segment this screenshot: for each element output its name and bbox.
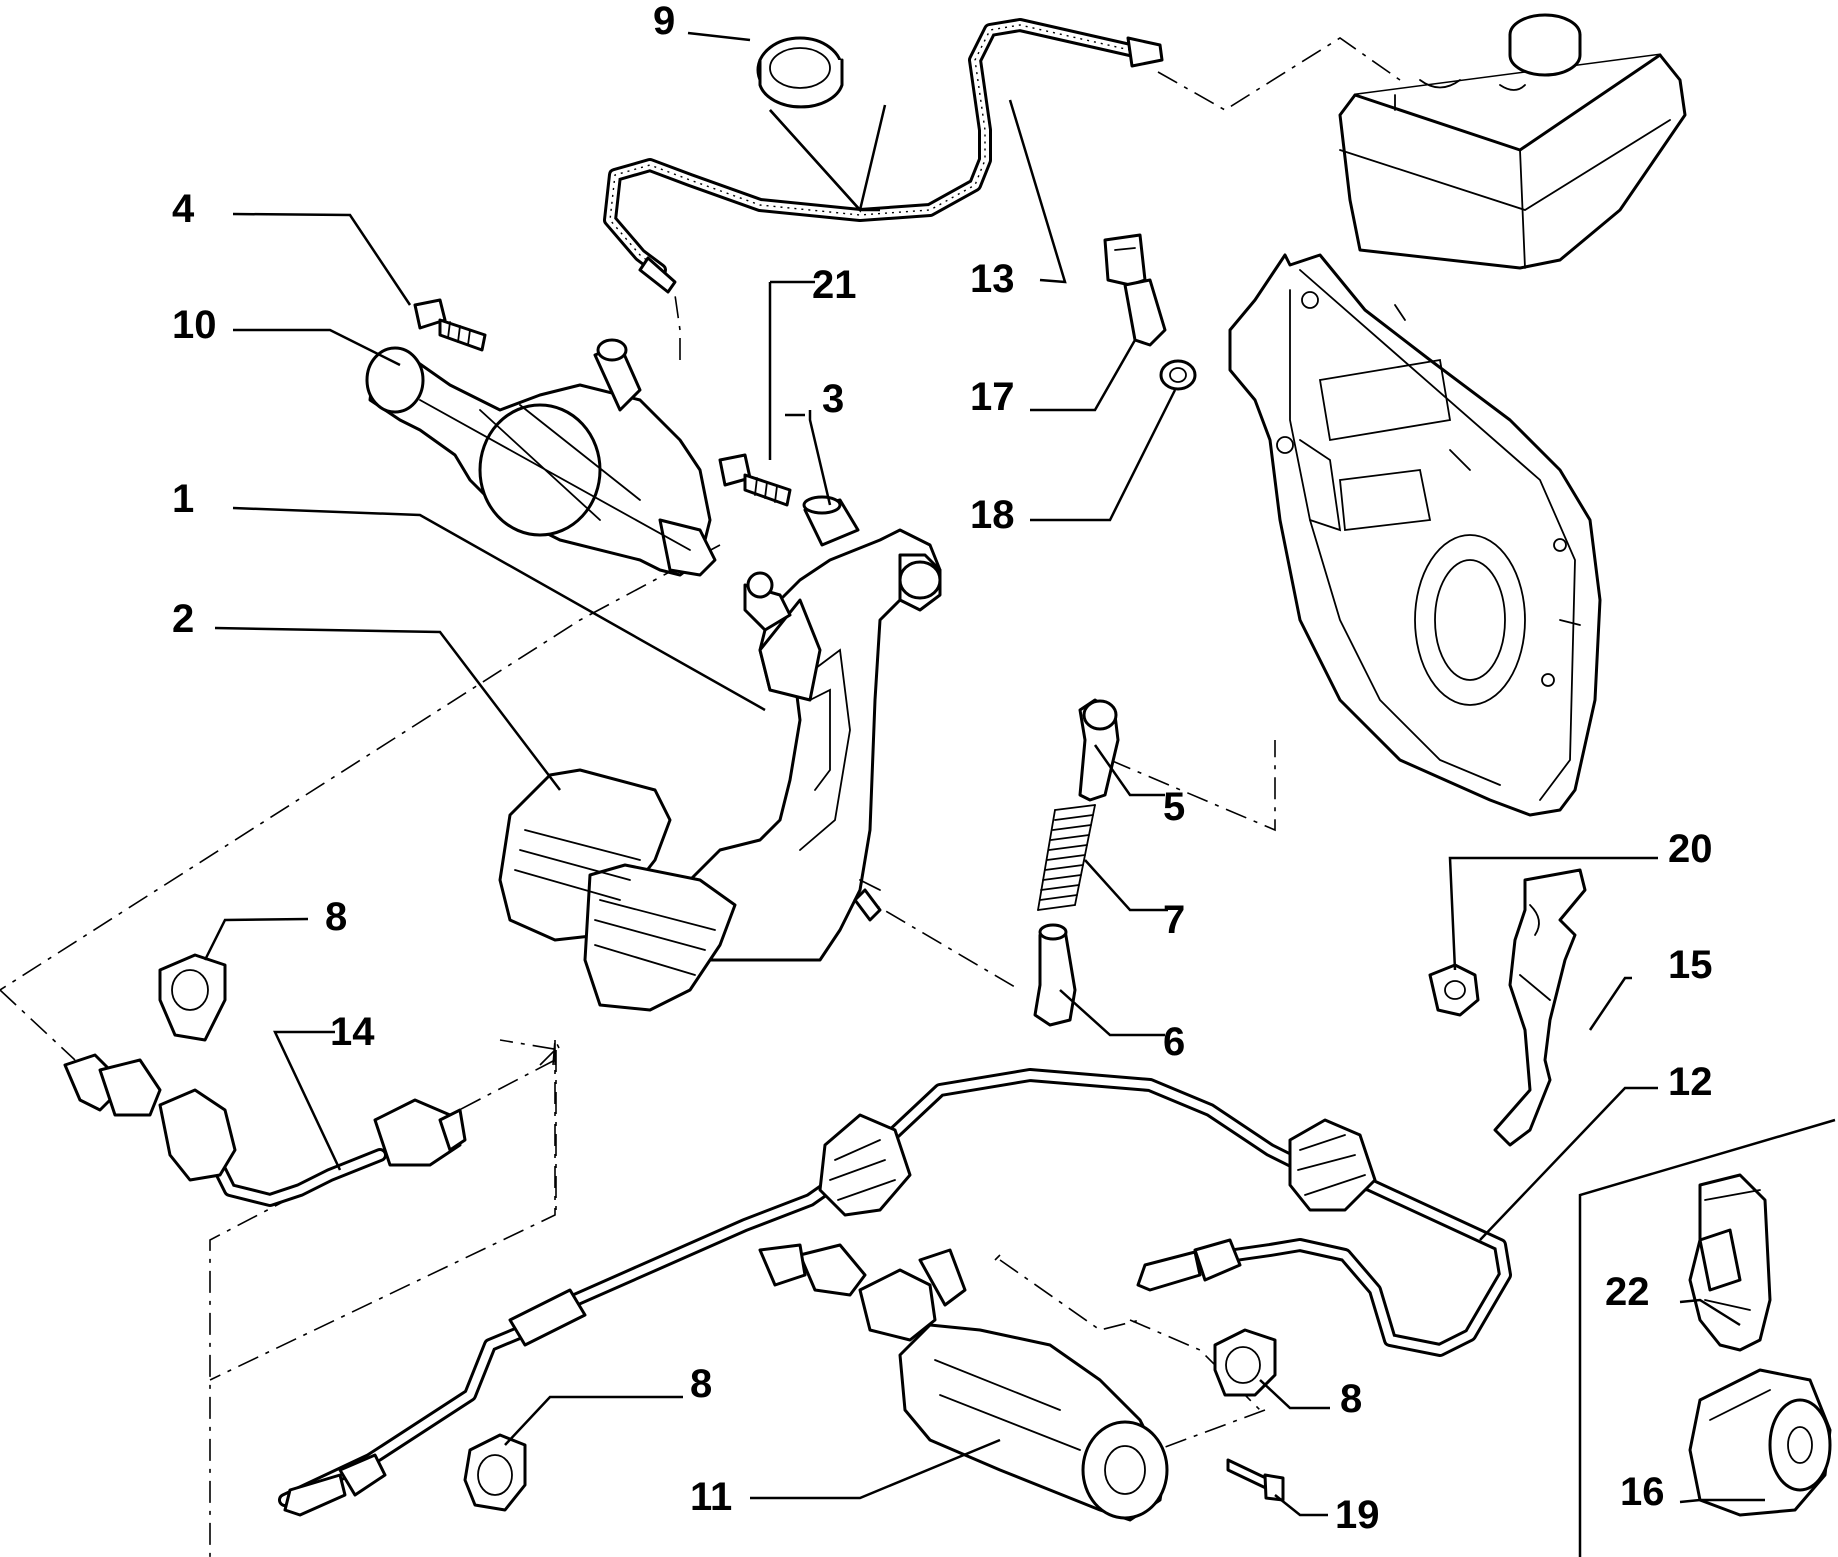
callout-15: 15 <box>1668 943 1713 987</box>
callout-4: 4 <box>172 187 195 231</box>
callout-9: 9 <box>653 0 675 43</box>
callout-17: 17 <box>970 375 1015 419</box>
callout-7: 7 <box>1163 898 1185 942</box>
hydraulic-pipe-12 <box>278 1068 1512 1517</box>
callout-8-lower-left: 8 <box>690 1362 712 1406</box>
callout-1: 1 <box>172 477 194 521</box>
bolt-part-19 <box>1226 1458 1285 1502</box>
callout-3: 3 <box>822 377 844 421</box>
callout-18: 18 <box>970 493 1015 537</box>
fluid-reservoir-icon <box>1338 13 1687 270</box>
sensor-part-17 <box>1103 233 1167 347</box>
callout-12: 12 <box>1668 1060 1713 1104</box>
callout-14: 14 <box>330 1010 375 1054</box>
hydraulic-hose-icon <box>603 18 1164 294</box>
bolt-part-21 <box>718 453 792 507</box>
bolt-part-4 <box>413 298 487 352</box>
cap-part-9 <box>756 36 844 109</box>
callout-16: 16 <box>1620 1470 1665 1514</box>
bracket-part-15 <box>1493 868 1587 1147</box>
sleeve-part-16 <box>1688 1368 1832 1517</box>
callout-numbers: 9 4 10 21 3 13 17 18 1 2 5 7 6 20 15 12 … <box>172 0 1713 1537</box>
callout-11: 11 <box>690 1475 732 1519</box>
bushing-part-8-lower-left <box>463 1433 527 1512</box>
pedal-lever-icon <box>688 528 942 962</box>
inset-frame <box>1578 1118 1836 1557</box>
callout-21: 21 <box>812 263 857 307</box>
bushing-part-8-upper <box>158 953 227 1042</box>
spring-part-7 <box>1037 804 1096 911</box>
leader-lines <box>203 31 1765 1517</box>
callout-22: 22 <box>1605 1270 1650 1314</box>
assembly-guide-lines <box>0 37 1401 1557</box>
callout-20: 20 <box>1668 827 1713 871</box>
sleeve-part-6 <box>1033 923 1077 1027</box>
clip-part-22 <box>1688 1173 1772 1352</box>
callout-5: 5 <box>1163 785 1185 829</box>
slave-cylinder-icon <box>758 1243 1169 1522</box>
callout-8-upper: 8 <box>325 895 347 939</box>
callout-19: 19 <box>1335 1493 1380 1537</box>
callout-6: 6 <box>1163 1020 1185 1064</box>
callout-2: 2 <box>172 597 194 641</box>
callout-8-lower-right: 8 <box>1340 1377 1362 1421</box>
pushrod-part-5 <box>1078 698 1120 802</box>
pedal-pad-part-2 <box>498 768 737 1012</box>
nut-part-20 <box>1428 963 1480 1017</box>
callout-10: 10 <box>172 303 217 347</box>
hydraulic-pipe-icon <box>63 1053 467 1207</box>
master-cylinder-icon <box>365 338 717 577</box>
pedal-bracket-icon <box>1228 253 1602 817</box>
callout-13: 13 <box>970 257 1015 301</box>
bushing-part-3 <box>802 495 860 547</box>
washer-part-18 <box>1159 359 1197 391</box>
